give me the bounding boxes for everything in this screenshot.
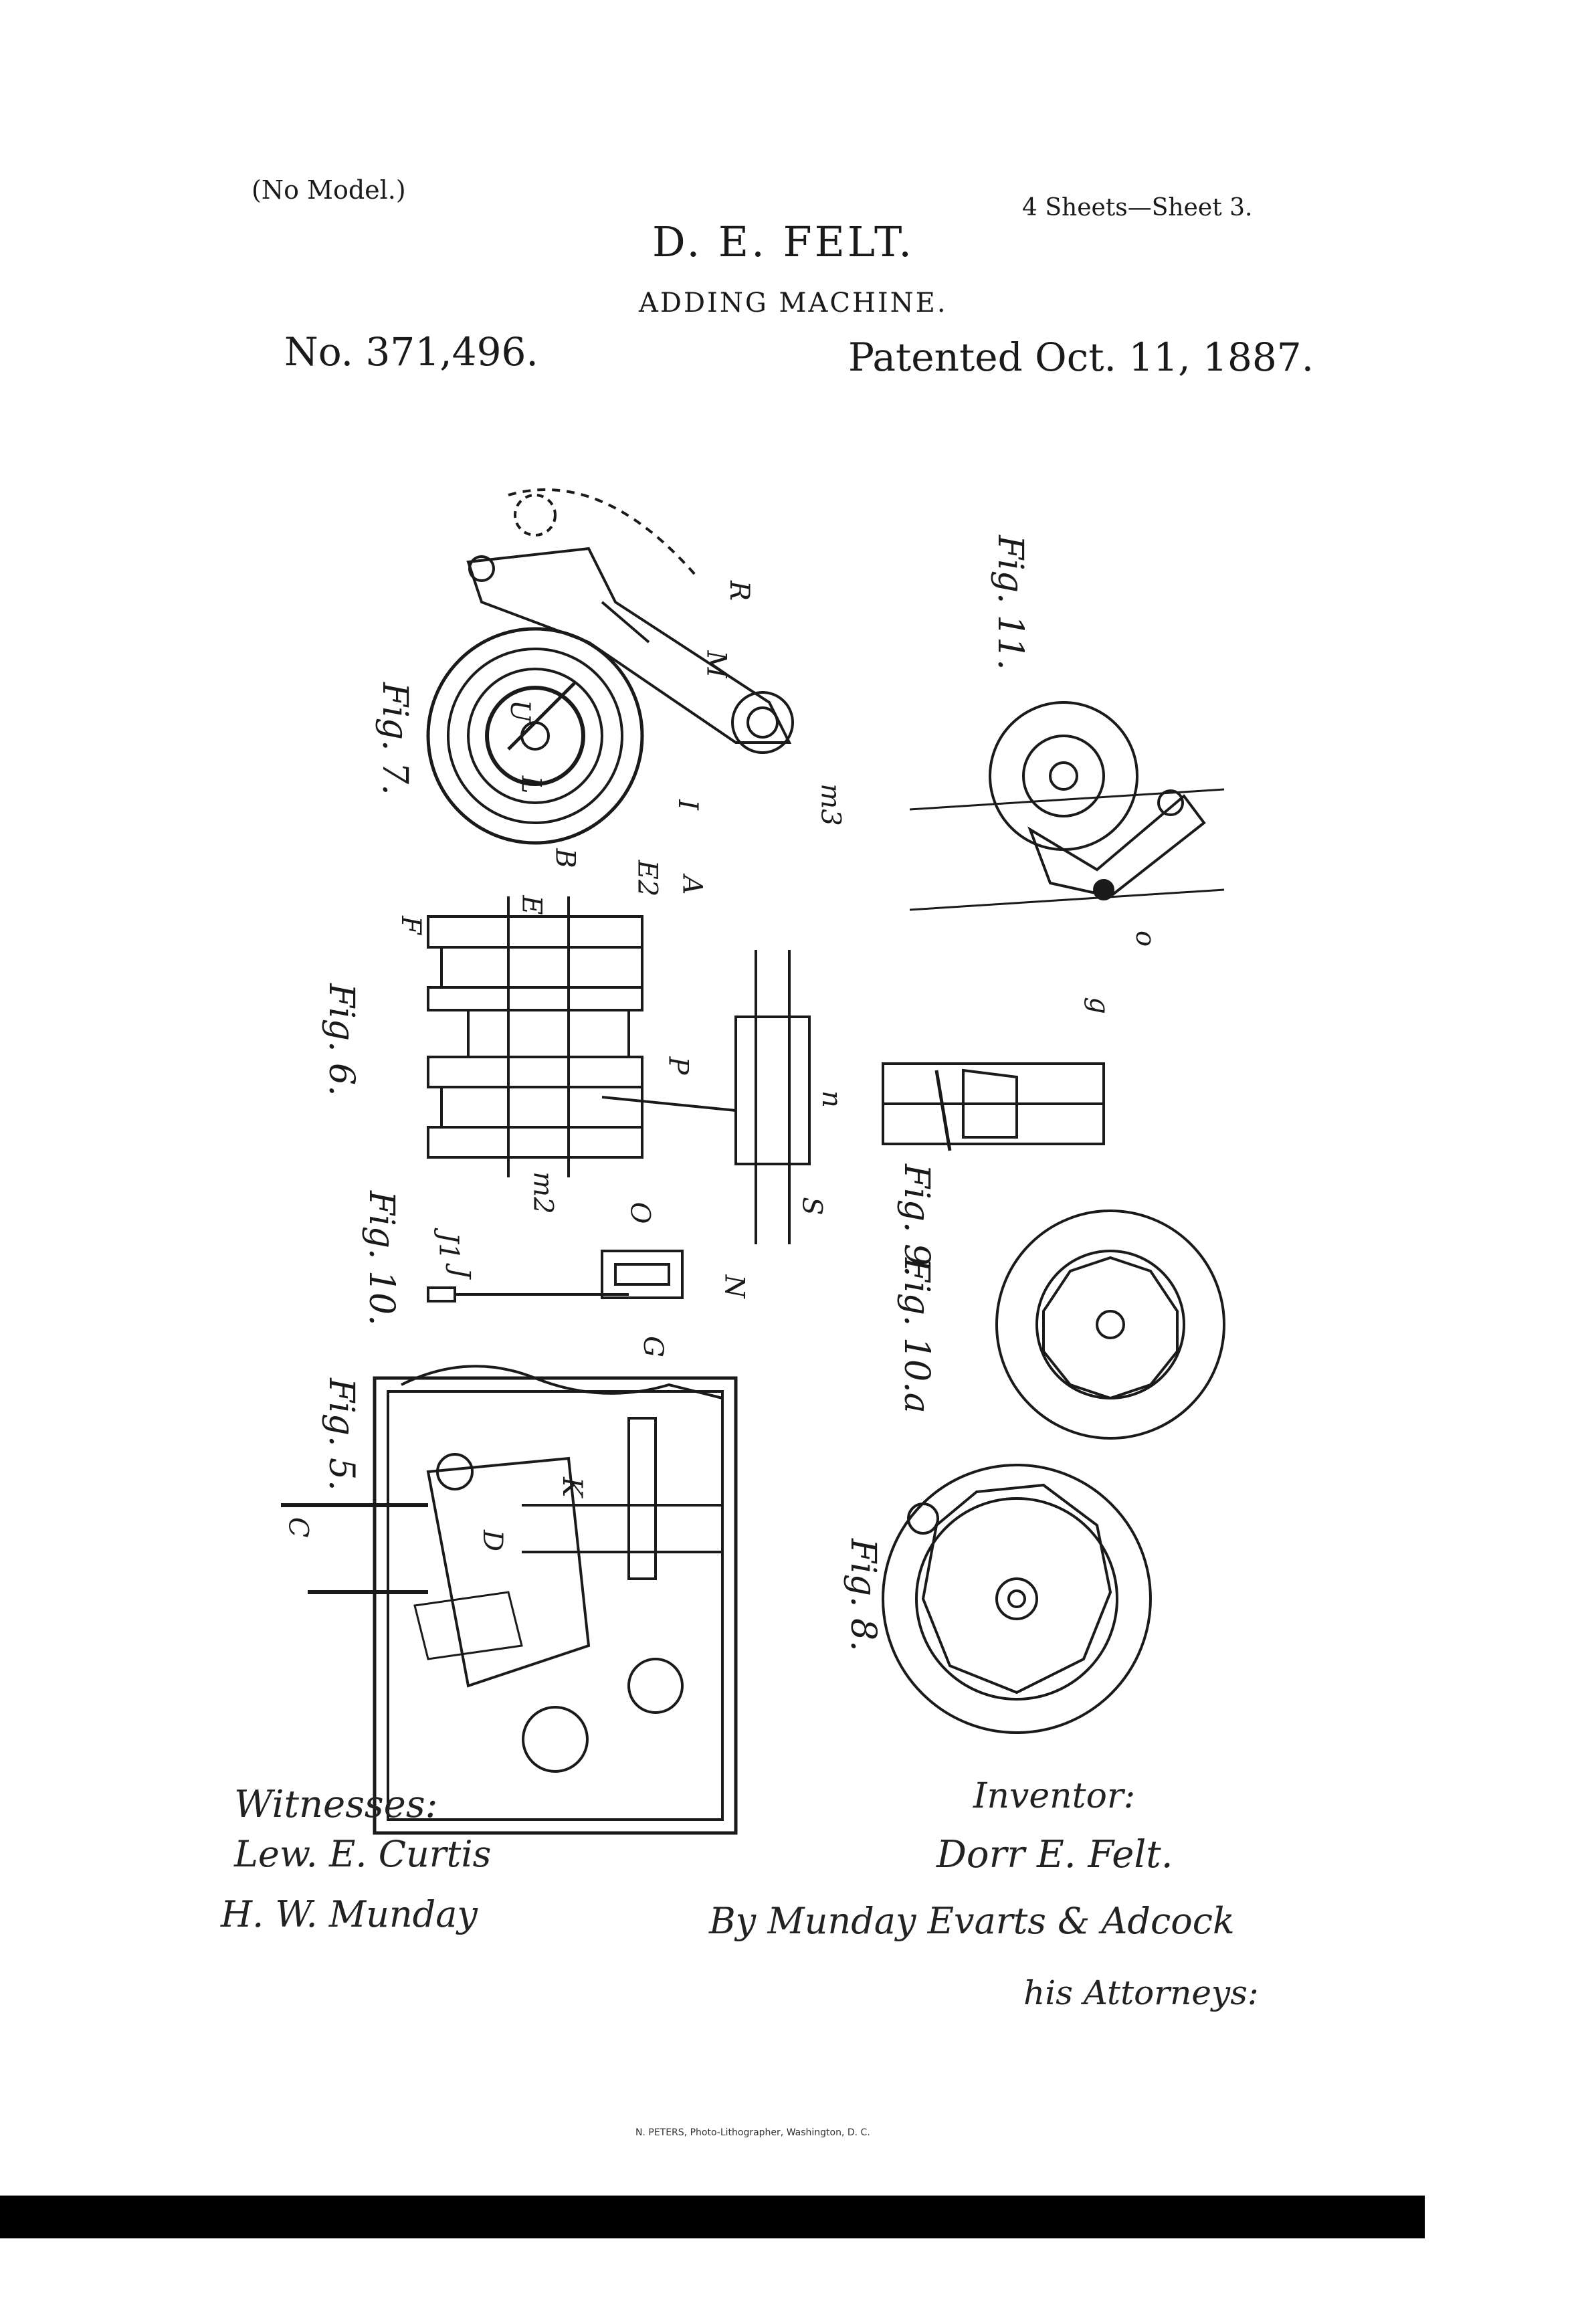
figure-10-label: Fig. 10. bbox=[361, 1191, 401, 1326]
witness-signature-1: Lew. E. Curtis bbox=[234, 1833, 492, 1875]
ref-letter: J bbox=[445, 1267, 476, 1279]
ref-letter: J1 bbox=[433, 1232, 464, 1260]
attorneys-label: his Attorneys: bbox=[1023, 1973, 1259, 2012]
sheet-count: 4 Sheets—Sheet 3. bbox=[1022, 194, 1253, 221]
ref-letter: U bbox=[504, 700, 535, 722]
ref-letter: N bbox=[718, 1274, 750, 1298]
patent-title: ADDING MACHINE. bbox=[639, 288, 948, 318]
ref-letter: C bbox=[282, 1517, 314, 1538]
patent-number: No. 371,496. bbox=[284, 329, 538, 375]
ref-letter: E2 bbox=[631, 860, 663, 897]
ref-letter: P bbox=[662, 1056, 694, 1075]
figure-5-drawing bbox=[281, 1365, 738, 1835]
ref-letter: o bbox=[1130, 930, 1161, 947]
attorney-signature: By Munday Evarts & Adcock bbox=[709, 1900, 1235, 1942]
figure-10a-label: Fig. 10.a bbox=[896, 1258, 936, 1414]
figure-7-drawing bbox=[426, 488, 794, 845]
witness-signature-2: H. W. Munday bbox=[221, 1893, 478, 1935]
figure-8-label: Fig. 8. bbox=[843, 1539, 883, 1652]
ref-letter: O bbox=[624, 1201, 656, 1224]
ref-letter: B bbox=[549, 848, 581, 868]
scan-edge-bar bbox=[0, 2196, 1425, 2238]
ref-letter: K bbox=[556, 1477, 587, 1497]
ref-letter: n bbox=[815, 1090, 847, 1108]
ref-letter: R bbox=[724, 580, 755, 601]
figure-8-drawing bbox=[882, 1464, 1152, 1734]
ref-letter: m2 bbox=[527, 1171, 559, 1214]
ref-letter: I bbox=[672, 799, 703, 810]
figure-11-label: Fig. 11. bbox=[990, 535, 1030, 670]
no-model-label: (No Model.) bbox=[252, 175, 406, 205]
figure-10a-drawing bbox=[995, 1209, 1225, 1440]
inventor-label: Inventor: bbox=[973, 1776, 1136, 1816]
ref-letter: D bbox=[477, 1529, 508, 1552]
figure-6-label: Fig. 6. bbox=[321, 983, 361, 1096]
figure-5-label: Fig. 5. bbox=[321, 1378, 361, 1491]
ref-letter: L bbox=[515, 775, 546, 794]
ref-letter: G bbox=[637, 1336, 668, 1357]
inventor-signature: Dorr E. Felt. bbox=[936, 1833, 1173, 1876]
ref-letter: m3 bbox=[815, 783, 846, 826]
witnesses-label: Witnesses: bbox=[234, 1783, 438, 1826]
ref-letter: A bbox=[676, 875, 708, 895]
ref-letter: E bbox=[516, 895, 547, 915]
ref-letter: g bbox=[1083, 997, 1114, 1014]
ref-letter: M bbox=[700, 650, 732, 678]
ref-letter: F bbox=[395, 916, 426, 935]
figure-11-drawing bbox=[909, 701, 1225, 911]
inventor-name: D. E. FELT. bbox=[652, 217, 914, 266]
ref-letter: S bbox=[796, 1197, 827, 1216]
figure-7-label: Fig. 7. bbox=[375, 682, 415, 795]
figure-6-drawing bbox=[427, 896, 811, 1244]
figure-9-drawing bbox=[882, 1062, 1105, 1151]
patent-date: Patented Oct. 11, 1887. bbox=[848, 334, 1314, 380]
figure-10-drawing bbox=[427, 1250, 684, 1302]
lithographer-credit: N. PETERS, Photo-Lithographer, Washingto… bbox=[635, 2127, 870, 2138]
